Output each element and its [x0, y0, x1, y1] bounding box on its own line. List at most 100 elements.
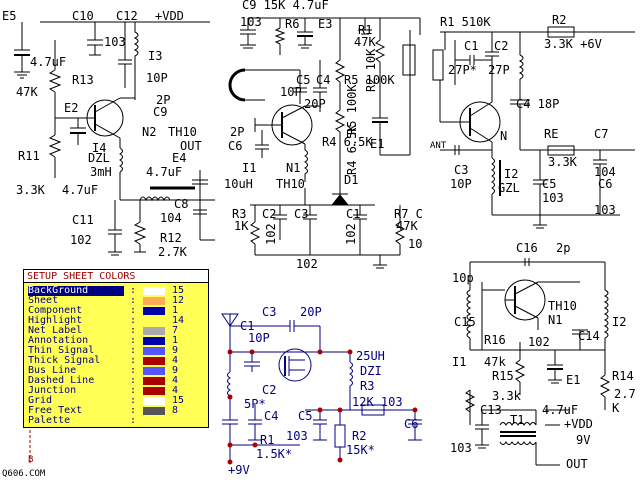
color-swatch[interactable] [143, 347, 165, 355]
color-index: 1 [172, 335, 179, 346]
color-row-label: Thin Signal [28, 345, 95, 356]
color-row[interactable]: Palette: [26, 416, 206, 426]
label-c1-b: C1 [240, 319, 254, 333]
label-d1: D1 [344, 173, 358, 187]
circuit-top-middle [228, 17, 421, 269]
label-i1-v: 10uH [224, 177, 253, 191]
color-row-label: Net Label [28, 325, 83, 336]
color-row[interactable]: Sheet:12 [26, 296, 206, 306]
color-row[interactable]: Component:1 [26, 306, 206, 316]
label-c16: C16 [516, 241, 538, 255]
color-row-label: BackGround [28, 286, 124, 296]
color-row-separator: : [130, 355, 137, 366]
color-row[interactable]: Net Label:7 [26, 326, 206, 336]
label-e5: E5 [2, 9, 16, 23]
color-index: 4 [172, 355, 179, 366]
label-47k-r: 47k [484, 355, 506, 369]
label-c6-r: C6 [598, 177, 612, 191]
label-r15: R15 [492, 369, 514, 383]
color-row[interactable]: BackGround:15 [26, 286, 206, 296]
color-row[interactable]: Thin Signal:9 [26, 346, 206, 356]
label-c4-20p: C4 [316, 73, 330, 87]
color-swatch[interactable] [143, 337, 165, 345]
color-row[interactable]: Annotation:1 [26, 336, 206, 346]
label-r1-47k-v: 47K [354, 35, 376, 49]
label-47uf-l: 4.7uF [62, 183, 98, 197]
color-swatch[interactable] [143, 357, 165, 365]
color-row[interactable]: Highlight:14 [26, 316, 206, 326]
label-27k: 2.7K [158, 245, 188, 259]
label-r12: R12 [160, 231, 182, 245]
label-33k-l: 3.3K [16, 183, 46, 197]
color-row-separator: : [130, 395, 137, 406]
color-swatch[interactable] [143, 387, 165, 395]
label-c5-10p: C5 [296, 73, 310, 87]
label-27-r: 2.7 [614, 387, 636, 401]
label-dzl-b: DZI [360, 364, 382, 378]
label-103-r2: 103 [594, 203, 616, 217]
color-swatch[interactable] [143, 407, 165, 415]
circuit-top-left [14, 21, 215, 256]
color-row-separator: : [130, 405, 137, 416]
label-out-top: OUT [180, 139, 202, 153]
color-swatch[interactable] [143, 297, 165, 305]
color-row-separator: : [130, 415, 137, 426]
color-row[interactable]: Dashed Line:4 [26, 376, 206, 386]
label-12k-b: 12K 103 [352, 395, 403, 409]
color-swatch[interactable] [143, 327, 165, 335]
label-15k-b2: 15K* [346, 443, 375, 457]
label-102-l: 102 [70, 233, 92, 247]
label-2p-b: 2P [230, 125, 244, 139]
color-row[interactable]: Free Text:8 [26, 406, 206, 416]
label-104: 104 [160, 211, 182, 225]
label-10p: 10P [146, 71, 168, 85]
label-c10: C10 [72, 9, 94, 23]
label-c15: C15 [454, 315, 476, 329]
color-row[interactable]: Thick Signal:4 [26, 356, 206, 366]
label-103-rb: 103 [450, 441, 472, 455]
label-r2-top: R2 [552, 13, 566, 27]
label-c4-v: 20P [304, 97, 326, 111]
color-row[interactable]: Junction:4 [26, 386, 206, 396]
color-row[interactable]: Grid:15 [26, 396, 206, 406]
label-r11: R11 [18, 149, 40, 163]
label-vdd-top: +VDD [155, 9, 184, 23]
color-row-label: Highlight [28, 315, 83, 326]
color-swatch[interactable] [143, 367, 165, 375]
color-swatch[interactable] [143, 287, 165, 295]
color-index: 15 [172, 285, 185, 296]
color-index: 1 [172, 305, 179, 316]
label-i2-r: I2 [504, 167, 518, 181]
color-row[interactable]: Bus Line:9 [26, 366, 206, 376]
dialog-title: SETUP SHEET COLORS [24, 270, 208, 283]
color-index: 4 [172, 385, 179, 396]
label-dzl: DZL [88, 151, 110, 165]
label-th10-r: TH10 [548, 299, 577, 313]
label-100k-rot: R5 100K [345, 84, 359, 135]
label-r5: R5 100K [344, 73, 395, 87]
color-swatch[interactable] [143, 397, 165, 405]
watermark-q606: Q606.COM [2, 469, 46, 479]
color-row-label: Dashed Line [28, 375, 95, 386]
label-r2-b: R2 [352, 429, 366, 443]
label-c8: C8 [174, 197, 188, 211]
label-103-r: 103 [542, 191, 564, 205]
color-swatch[interactable] [143, 377, 165, 385]
label-r6: R6 [285, 17, 299, 31]
label-27p1: 27P* [448, 63, 477, 77]
label-n1-r: N1 [548, 313, 562, 327]
label-i3: I3 [148, 49, 162, 63]
label-c9-15k: C9 15K 4.7uF [242, 0, 329, 12]
label-27p2: 27P [488, 63, 510, 77]
label-t1: T1 [510, 413, 524, 427]
color-index: 8 [172, 405, 179, 416]
label-47uf-b: 4.7uF [542, 403, 578, 417]
label-c3-b: C3 [262, 305, 276, 319]
color-swatch[interactable] [143, 317, 165, 325]
color-swatch[interactable] [143, 307, 165, 315]
color-row-label: Bus Line [28, 365, 77, 376]
label-c14: C14 [578, 329, 600, 343]
color-row-label: Junction [28, 385, 77, 396]
